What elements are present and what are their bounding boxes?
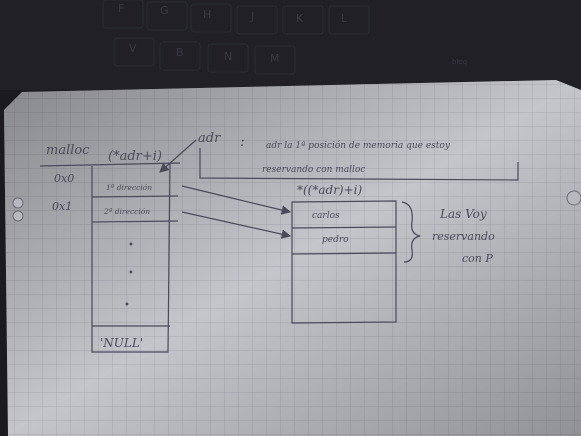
pointer-row-divider bbox=[91, 195, 179, 198]
ellipsis-dot: • bbox=[124, 300, 130, 311]
definition-line-1: adr la 1ª posición de memoria que estoy bbox=[266, 140, 451, 151]
key-b: B bbox=[176, 46, 184, 59]
string-cell-carlos: carlos bbox=[312, 211, 340, 221]
definition-bracket bbox=[199, 148, 519, 181]
brace-note-line-3: con P bbox=[462, 252, 493, 265]
key-g: G bbox=[160, 4, 169, 17]
brace-note-line-2: reservando bbox=[432, 230, 495, 243]
pointer-arrow-1 bbox=[181, 185, 292, 215]
diagram-strokes bbox=[39, 139, 519, 353]
ellipsis-dot: • bbox=[128, 240, 134, 251]
key-l: L bbox=[341, 12, 348, 25]
pointer-array-box bbox=[91, 162, 171, 353]
brace-note-line-1: Las Voy bbox=[439, 207, 487, 221]
address-label-0: 0x0 bbox=[54, 172, 74, 185]
key-bloq: bloq bbox=[452, 58, 467, 66]
handwritten-notes: malloc (*adr+i) adr : adr la 1ª posición… bbox=[46, 131, 495, 350]
pointer-row-divider bbox=[91, 220, 179, 223]
pointer-cell-2: 2ª dirección bbox=[103, 207, 150, 216]
adr-arrow bbox=[159, 139, 197, 173]
key-n: N bbox=[224, 50, 232, 63]
key-m: M bbox=[270, 52, 280, 65]
address-label-1: 0x1 bbox=[52, 200, 72, 213]
malloc-label: malloc bbox=[46, 143, 90, 158]
string-cell-pedro: pedro bbox=[322, 235, 349, 245]
pointer-cell-1: 1ª dirección bbox=[106, 183, 152, 192]
string-expression: *((*adr)+i) bbox=[297, 183, 363, 197]
keyboard-keys: F G H J K L V B N M bloq bbox=[118, 2, 467, 66]
pointer-arrow-2 bbox=[181, 211, 292, 239]
key-k: K bbox=[296, 12, 304, 25]
key-v: V bbox=[129, 42, 137, 55]
malloc-top-line bbox=[39, 162, 181, 167]
definition-line-2: reservando con malloc bbox=[262, 165, 365, 175]
string-row-divider bbox=[291, 226, 397, 229]
definition-colon: : bbox=[240, 134, 245, 150]
key-j: J bbox=[250, 10, 254, 23]
binder-ring bbox=[566, 190, 581, 206]
key-f: F bbox=[118, 2, 124, 15]
adr-label: adr bbox=[198, 131, 221, 146]
ellipsis-dot: • bbox=[128, 268, 134, 279]
key-h: H bbox=[203, 8, 211, 21]
binder-hole bbox=[12, 197, 24, 209]
laptop-keyboard bbox=[0, 0, 581, 90]
pointer-expression: (*adr+i) bbox=[108, 149, 162, 164]
null-cell: 'NULL' bbox=[100, 336, 143, 350]
string-array-box bbox=[291, 200, 397, 324]
binder-hole bbox=[12, 210, 24, 222]
string-row-divider bbox=[291, 252, 397, 255]
curly-brace bbox=[401, 201, 421, 263]
